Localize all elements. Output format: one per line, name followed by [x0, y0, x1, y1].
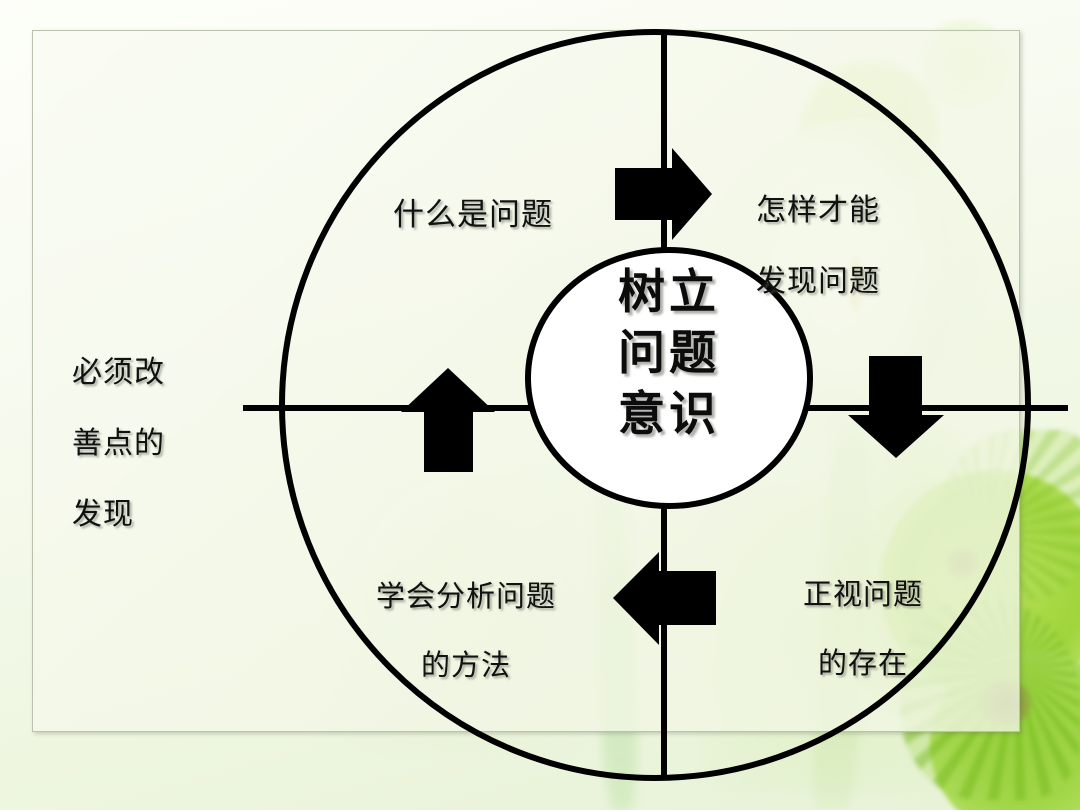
label-line: 什么是问题 — [393, 196, 553, 233]
arrow-down-icon — [848, 356, 944, 458]
label-line: 发现 — [72, 496, 134, 532]
outer-circle — [279, 29, 1031, 781]
arrow-up-icon — [401, 368, 495, 472]
label-line: 正视问题 — [803, 577, 924, 612]
center-line: 问题 — [618, 326, 720, 382]
label-line: 发现问题 — [756, 264, 880, 300]
center-concept-text: 树立 问题 意识 — [540, 262, 798, 445]
center-line: 意识 — [618, 387, 720, 443]
label-learn-analysis: 学会分析问题 的方法 — [376, 545, 556, 716]
arrow-left-icon — [613, 552, 716, 645]
label-line: 的存在 — [818, 645, 909, 680]
label-line: 善点的 — [72, 426, 165, 462]
label-line: 的方法 — [421, 647, 512, 682]
label-line: 学会分析问题 — [376, 579, 557, 614]
label-face-existence: 正视问题 的存在 — [803, 543, 923, 714]
center-line: 树立 — [618, 265, 720, 320]
label-what-is-problem: 什么是问题 — [393, 160, 553, 270]
center-ellipse — [525, 247, 813, 509]
label-line: 怎样才能 — [756, 193, 880, 229]
label-line: 必须改 — [72, 355, 165, 391]
arrow-right-icon — [615, 148, 712, 240]
label-improvement-points: 必须改 善点的 发现 — [72, 320, 165, 568]
label-how-to-find: 怎样才能 发现问题 — [756, 158, 880, 335]
